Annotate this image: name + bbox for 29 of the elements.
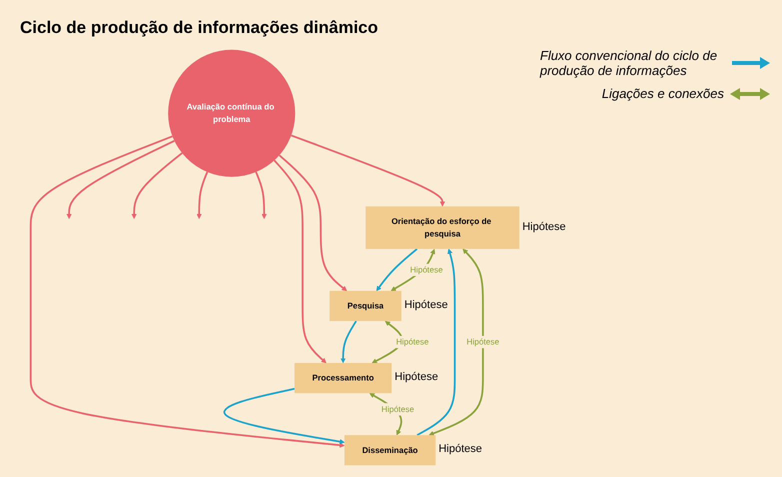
arrow xyxy=(196,172,208,220)
hypothesis-note: Hipótese xyxy=(404,298,448,311)
arrow xyxy=(66,140,175,220)
edge-label: Hipótese xyxy=(410,264,443,274)
arrow xyxy=(30,136,345,448)
arrow xyxy=(255,172,267,220)
edge-label: Hipótese xyxy=(381,404,414,414)
edge-label: Hipótese xyxy=(396,337,429,346)
hypothesis-note: Hipótese xyxy=(394,371,438,384)
hypothesis-note: Hipótese xyxy=(438,443,482,456)
node-box: Disseminação xyxy=(344,435,436,466)
arrow xyxy=(290,134,446,207)
node-box: Pesquisa xyxy=(330,290,402,322)
node-circle: Avaliação contínua do problema xyxy=(168,50,296,177)
arrow xyxy=(376,248,418,292)
arrow xyxy=(340,320,357,364)
arrow xyxy=(224,388,345,444)
arrow xyxy=(132,152,183,220)
arrow xyxy=(278,154,348,292)
legend-text: Ligações e conexões xyxy=(602,86,724,101)
legend-text: Fluxo convencional do ciclo de produção de informações xyxy=(540,48,718,78)
node-box: Processamento xyxy=(294,363,392,394)
arrow xyxy=(416,248,456,436)
edge-label: Hipótese xyxy=(466,337,500,346)
diagram-title: Ciclo de produção de informações dinâmico xyxy=(20,18,378,38)
node-box: Orientação do esforço de pesquisa xyxy=(366,206,520,249)
arrow xyxy=(274,160,326,364)
arrow xyxy=(428,248,484,436)
hypothesis-note: Hipótese xyxy=(522,220,566,233)
